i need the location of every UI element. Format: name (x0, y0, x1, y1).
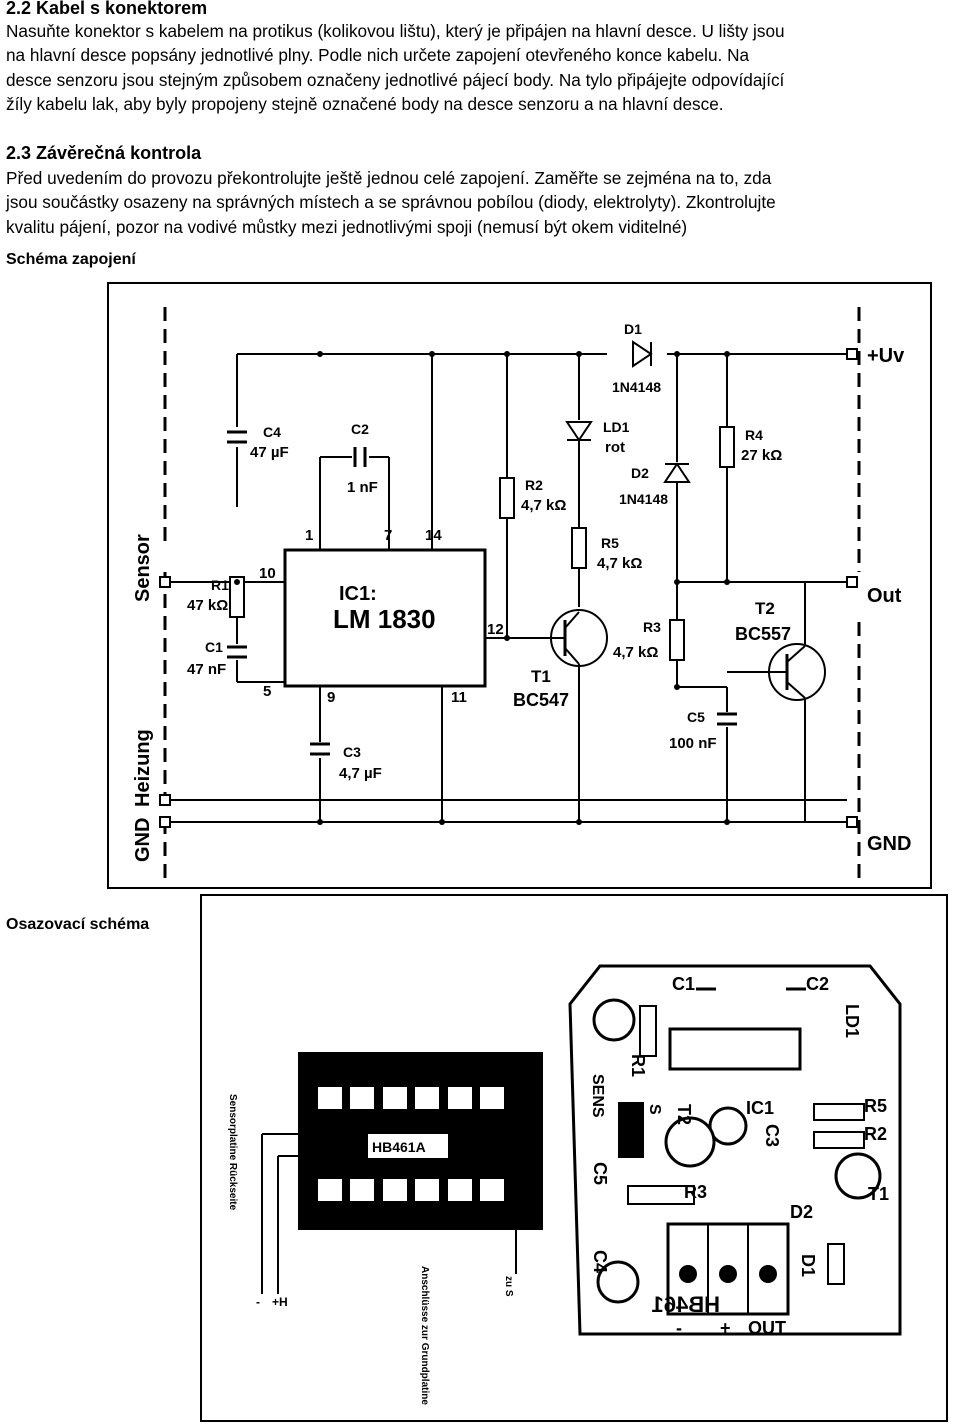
circuit-schematic: +Uv Out GND Sensor Heizung GND IC1: LM 1… (107, 282, 932, 889)
top-ld1-label: LD1 (842, 1004, 862, 1038)
back-plus-label: +H (272, 1295, 288, 1309)
r1-label: R1 (211, 577, 229, 593)
c4-label: C4 (263, 424, 281, 440)
d2-label: D2 (631, 465, 649, 481)
top-d1-label: D1 (798, 1254, 818, 1277)
top-out-label: OUT (748, 1318, 786, 1338)
terminal-uv: +Uv (867, 345, 905, 367)
pin-1: 1 (305, 527, 313, 544)
top-t1-label: T1 (868, 1184, 889, 1204)
t2-value: BC557 (735, 624, 791, 644)
c5-value: 100 nF (669, 735, 717, 752)
pin-14: 14 (425, 527, 442, 544)
top-s-label: S (646, 1104, 663, 1115)
schematic-caption: Schéma zapojení (6, 251, 136, 268)
terminal-gnd-right: GND (867, 833, 911, 855)
section-23-paragraph: Před uvedením do provozu překontrolujte … (6, 166, 956, 239)
back-conn-label: Anschlüsse zur Grundplatine (419, 1266, 430, 1405)
section-22-title: 2.2 Kabel s konektorem (6, 0, 208, 18)
top-r1-label: R1 (628, 1054, 648, 1077)
t1-value: BC547 (513, 690, 569, 710)
c3-value: 4,7 µF (339, 765, 382, 782)
terminal-out: Out (867, 585, 902, 607)
assembly-caption: Osazovací schéma (6, 916, 150, 933)
section-23-line-2: jsou součástky osazeny na správných míst… (6, 192, 776, 213)
t2-label: T2 (755, 599, 775, 618)
section-22-line-2: na hlavní desce popsány jednotlivé plny.… (6, 45, 750, 66)
ic-type: LM 1830 (333, 604, 436, 634)
c3-label: C3 (343, 744, 361, 760)
back-sens-label: SENS (513, 1089, 528, 1125)
section-23-line-3: kvalitu pájení, pozor na vodivé můstky m… (6, 216, 688, 237)
top-c3-label: C3 (762, 1124, 782, 1147)
c2-value: 1 nF (347, 479, 378, 496)
ld1-label: LD1 (603, 419, 630, 435)
sensor-board-back: HB461A SENS Sensorplatine Rückseite Ansc… (227, 1052, 543, 1405)
pin-10: 10 (259, 565, 276, 582)
r4-label: R4 (745, 427, 763, 443)
top-r2-label: R2 (864, 1124, 887, 1144)
assembly-diagram: HB461A SENS Sensorplatine Rückseite Ansc… (200, 894, 948, 1422)
top-c1-label: C1 (672, 974, 695, 994)
top-c4-label: C4 (590, 1250, 610, 1273)
section-22-line-1: Nasuňte konektor s kabelem na protikus (… (6, 21, 785, 41)
top-minus-label: - (676, 1318, 682, 1338)
t1-label: T1 (531, 667, 551, 686)
section-23-line-1: Před uvedením do provozu překontrolujte … (6, 168, 772, 188)
pin-7: 7 (384, 527, 392, 544)
top-plus-label: + (720, 1318, 731, 1338)
top-r3-label: R3 (684, 1182, 707, 1202)
ic-name: IC1: (339, 583, 377, 605)
pin-9: 9 (327, 689, 335, 706)
r1-value: 47 kΩ (187, 597, 228, 614)
d1-value: 1N4148 (612, 379, 661, 395)
back-chip-label: HB461A (372, 1139, 426, 1155)
section-22-line-3: desce senzoru jsou stejným způsobem ozna… (6, 69, 785, 90)
pin-5: 5 (263, 683, 271, 700)
top-c2-label: C2 (806, 974, 829, 994)
c5-label: C5 (687, 709, 705, 725)
section-23-title: 2.3 Závěrečná kontrola (6, 143, 202, 163)
ld1-value: rot (605, 439, 625, 456)
c2-label: C2 (351, 421, 369, 437)
top-sens-label: SENS (589, 1074, 606, 1118)
pin-12: 12 (487, 621, 504, 638)
top-code-label: HB461 (652, 1292, 720, 1317)
r2-value: 4,7 kΩ (521, 497, 566, 514)
back-minus-label: - (256, 1295, 260, 1309)
d2-value: 1N4148 (619, 491, 668, 507)
r3-value: 4,7 kΩ (613, 644, 658, 661)
back-zu-s-label: zu S (503, 1276, 514, 1297)
r3-label: R3 (643, 619, 661, 635)
r5-value: 4,7 kΩ (597, 555, 642, 572)
terminal-sensor: Sensor (132, 534, 154, 602)
r2-label: R2 (525, 477, 543, 493)
top-d2-label: D2 (790, 1202, 813, 1222)
terminal-heizung: Heizung (132, 729, 154, 807)
r5-label: R5 (601, 535, 619, 551)
c4-value: 47 µF (250, 444, 289, 461)
r4-value: 27 kΩ (741, 447, 782, 464)
top-c5-label: C5 (590, 1162, 610, 1185)
section-22-line-4: žíly kabelu lak, aby byly propojeny stej… (6, 93, 724, 114)
top-ic1-label: IC1 (746, 1098, 774, 1118)
c1-value: 47 nF (187, 661, 226, 678)
component-board-top: C1 C2 LD1 R1 SENS S T2 IC1 C3 R5 R2 T1 C… (568, 964, 902, 1338)
pin-11: 11 (451, 689, 467, 706)
d1-label: D1 (624, 321, 642, 337)
top-r5-label: R5 (864, 1096, 887, 1116)
back-side-label: Sensorplatine Rückseite (227, 1094, 238, 1211)
terminal-gnd-left: GND (132, 818, 154, 862)
section-22-paragraph: Nasuňte konektor s kabelem na protikus (… (6, 19, 956, 116)
top-t2-label: T2 (674, 1104, 694, 1125)
c1-label: C1 (205, 639, 223, 655)
